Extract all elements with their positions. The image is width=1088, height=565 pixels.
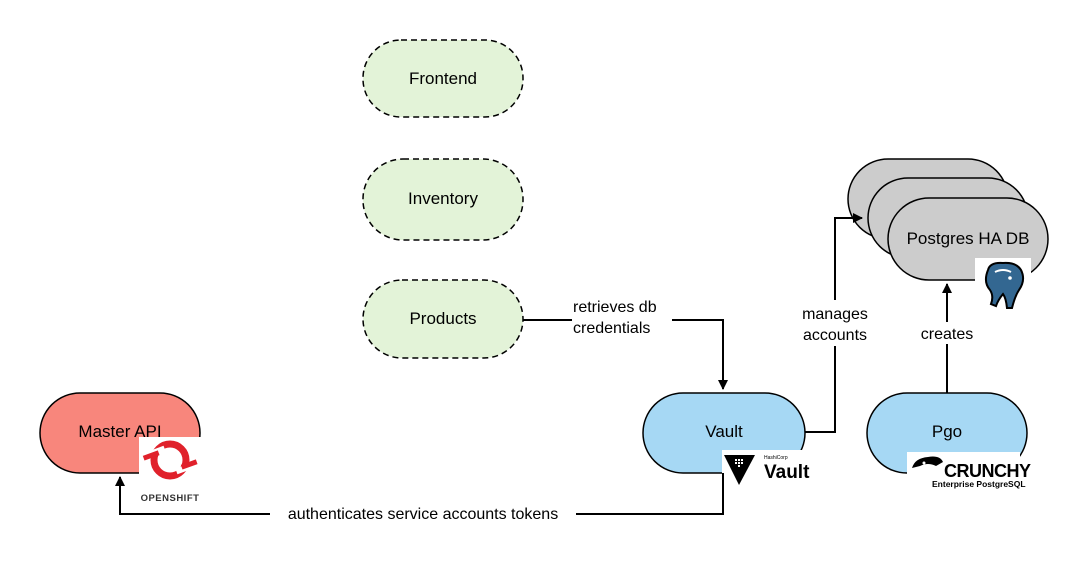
node-frontend[interactable]: Frontend xyxy=(362,39,524,118)
openshift-logo: OPENSHIFT xyxy=(139,437,201,507)
node-inventory[interactable]: Inventory xyxy=(362,158,524,241)
node-products[interactable]: Products xyxy=(362,279,524,359)
node-frontend-label: Frontend xyxy=(409,69,477,88)
node-vault-label: Vault xyxy=(705,422,743,441)
crunchy-subtitle: Enterprise PostgreSQL xyxy=(932,479,1026,489)
vault-logo: HashiCorp Vault xyxy=(722,450,820,486)
edge-vault-master-label: authenticates service accounts tokens xyxy=(288,506,558,523)
openshift-icon xyxy=(142,440,198,480)
postgresql-elephant-icon xyxy=(975,258,1031,314)
openshift-wordmark: OPENSHIFT xyxy=(141,493,200,504)
crunchy-logo: CRUNCHY Enterprise PostgreSQL xyxy=(907,452,1031,490)
edge-products-vault-label-line1: retrieves db xyxy=(573,299,657,316)
edge-vault-postgres-label-line2: accounts xyxy=(803,327,867,344)
node-master-api-label: Master API xyxy=(78,422,161,441)
vault-triangle-icon xyxy=(724,455,755,485)
edge-products-vault-label-line2: credentials xyxy=(573,320,650,337)
crunchy-wordmark: CRUNCHY xyxy=(944,461,1031,481)
edge-vault-postgres-label-line1: manages xyxy=(802,306,868,323)
crunchy-cat-icon xyxy=(912,456,943,468)
node-pgo-label: Pgo xyxy=(932,422,962,441)
node-inventory-label: Inventory xyxy=(408,189,478,208)
node-products-label: Products xyxy=(409,309,476,328)
vault-wordmark: Vault xyxy=(764,462,810,483)
edge-pgo-postgres-label: creates xyxy=(921,326,973,343)
vault-hashicorp-text: HashiCorp xyxy=(764,455,788,461)
node-postgres-label: Postgres HA DB xyxy=(907,229,1030,248)
